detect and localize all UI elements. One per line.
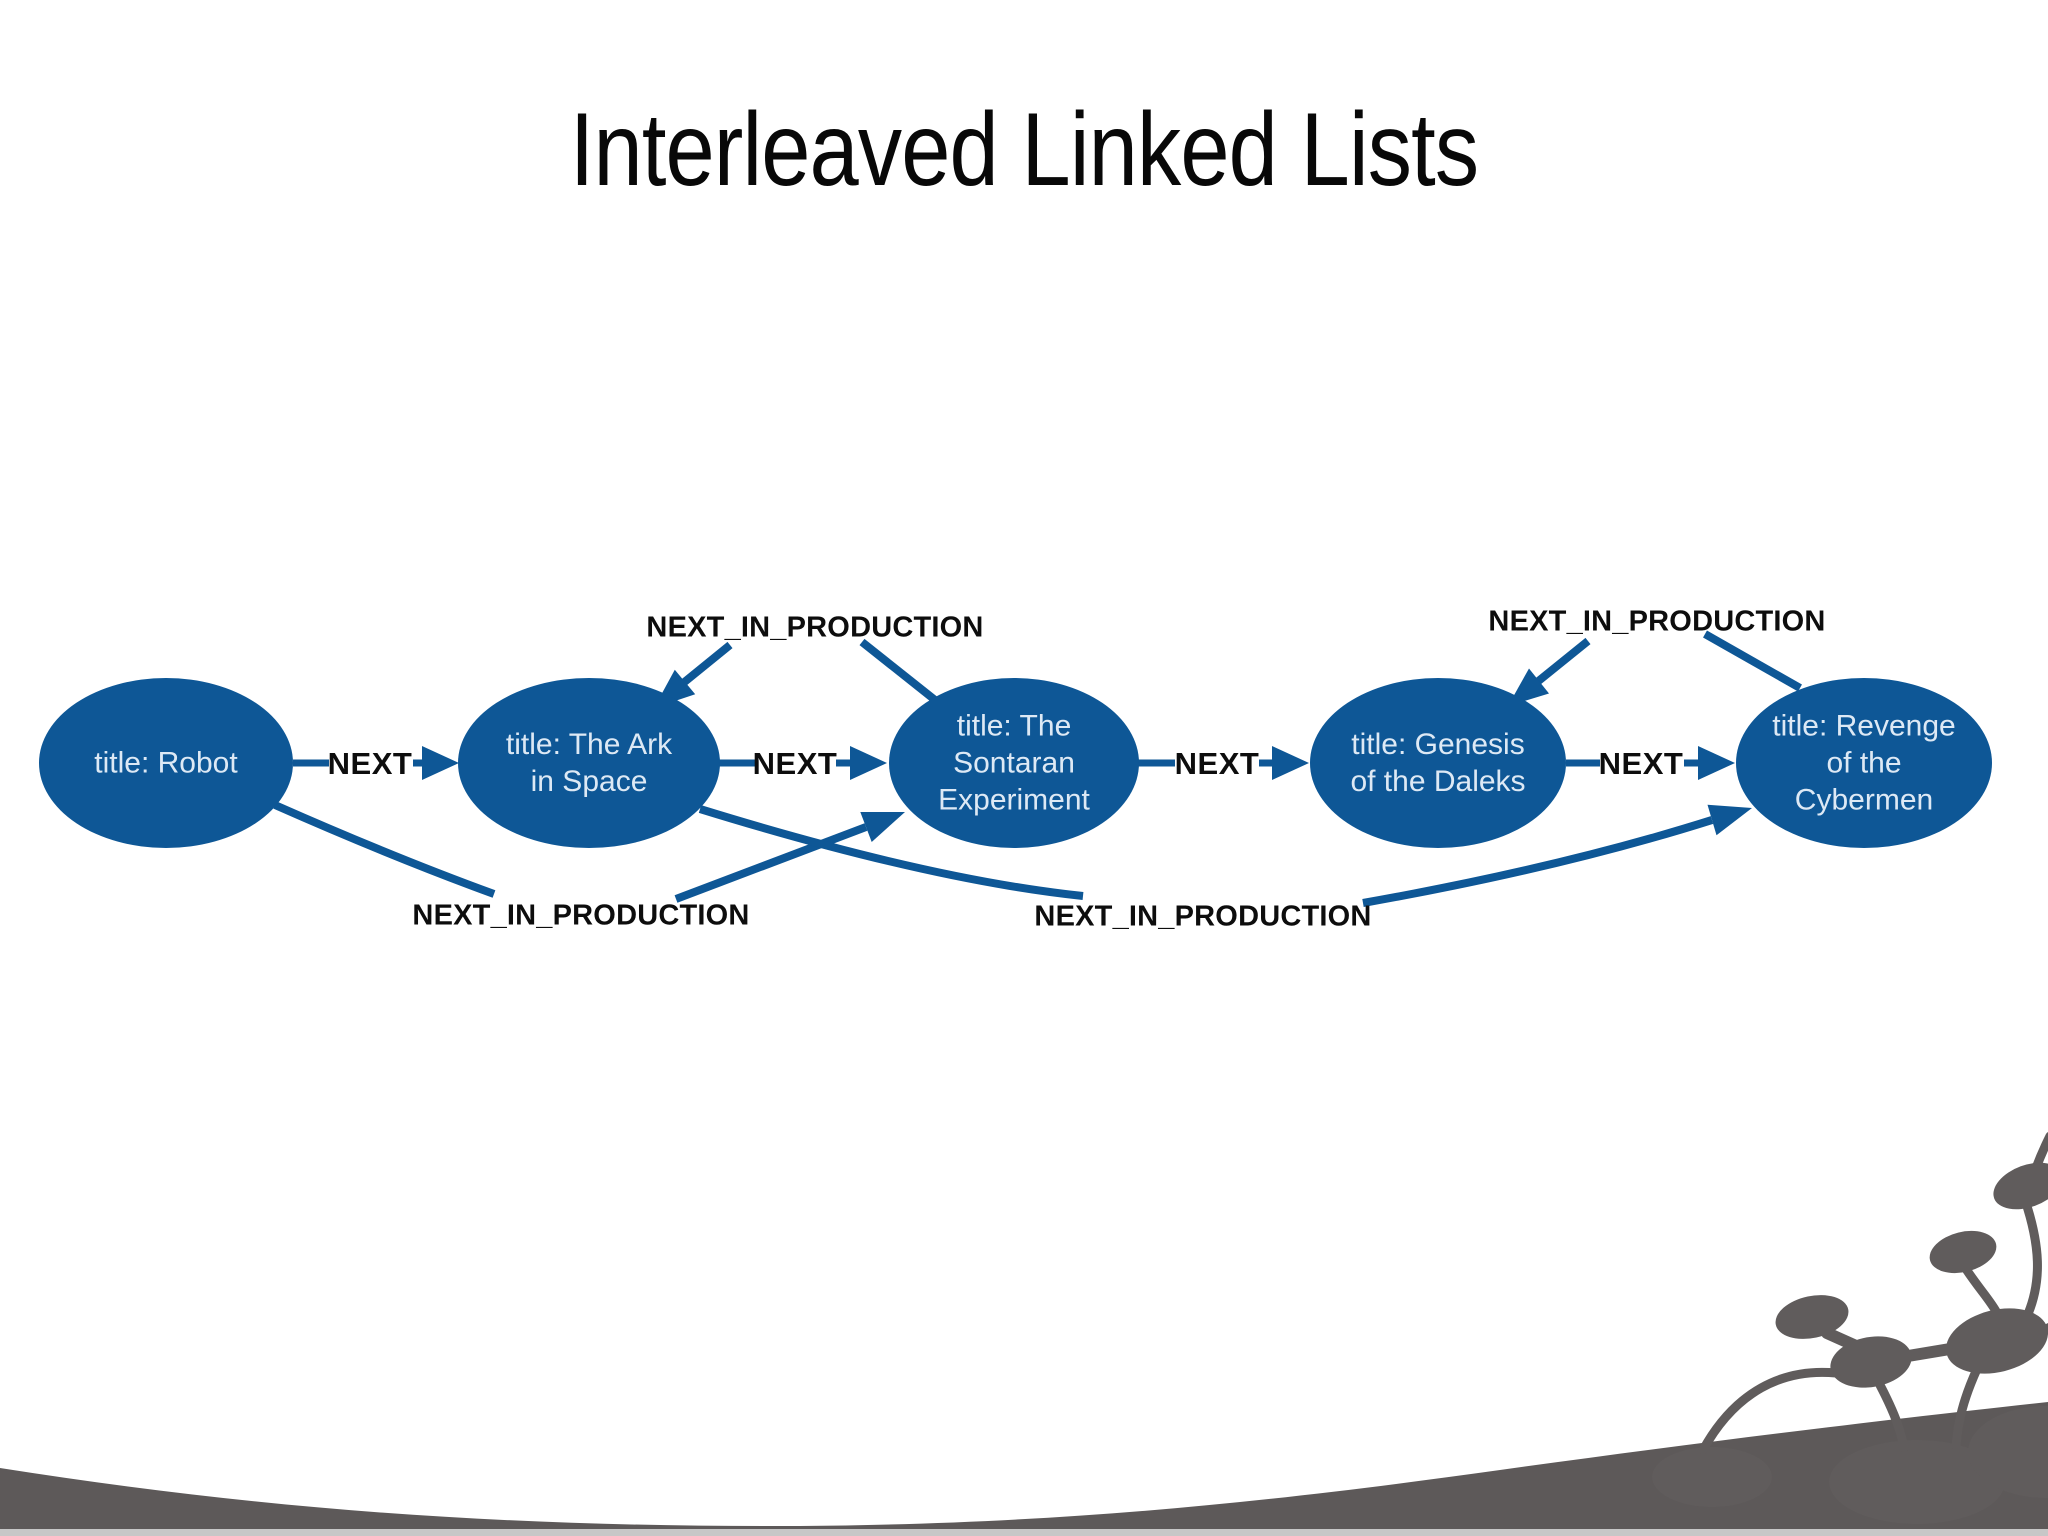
- node-ellipse-ark-in-space: [458, 678, 720, 848]
- node-label-line: Cybermen: [1794, 783, 1934, 817]
- motif-edge: [2020, 1195, 2042, 1319]
- node-ellipse-revenge-of-the-cybermen: [1736, 678, 1992, 848]
- next-arrowhead-icon: [850, 746, 887, 780]
- motif-edge: [1875, 1380, 1909, 1453]
- edge-label-production-top-left: NEXT_IN_PRODUCTION: [646, 611, 984, 644]
- footer-decoration: [0, 1131, 2048, 1536]
- motif-node: [1993, 1162, 2048, 1210]
- production-arrowhead-icon: [860, 812, 905, 842]
- node-label-robot: title: Robot: [94, 745, 237, 782]
- slide-title: Interleaved Linked Lists: [569, 92, 1479, 208]
- node-ellipse-robot: [39, 678, 293, 848]
- node-label-line: Sontaran: [953, 746, 1075, 780]
- next-arrowhead-icon: [1698, 746, 1735, 780]
- node-label-ark-in-space: title: The Ark in Space: [506, 726, 672, 800]
- node-label-line: title: Robot: [94, 746, 238, 780]
- node-label-line: title: The: [956, 709, 1072, 743]
- production-arrowhead-icon: [1508, 668, 1549, 706]
- graph-motif: [1652, 1131, 2048, 1524]
- graph-nodes: [39, 678, 1992, 848]
- next-arrowhead-icon: [1272, 746, 1309, 780]
- motif-edge: [1902, 1343, 1956, 1362]
- edge-label-production-top-right: NEXT_IN_PRODUCTION: [1488, 605, 1826, 638]
- edge-label-production-bottom-middle: NEXT_IN_PRODUCTION: [1034, 900, 1372, 933]
- motif-node: [1945, 1308, 2048, 1374]
- edge-label-next-2: NEXT: [752, 746, 838, 781]
- node-ellipse-genesis-of-the-daleks: [1310, 678, 1566, 848]
- production-edge-line: [859, 638, 938, 704]
- node-ellipse-sontaran-experiment: [889, 678, 1139, 848]
- production-edge-line: [679, 641, 733, 688]
- motif-node: [1775, 1295, 1849, 1339]
- node-label-line: Experiment: [938, 783, 1090, 817]
- node-label-line: title: Genesis: [1351, 728, 1525, 761]
- production-edge-line: [1703, 630, 1802, 692]
- footer-band: [0, 1402, 2048, 1536]
- motif-hill-bump: [1968, 1406, 2048, 1498]
- footer-bottom-strip: [0, 1529, 2048, 1536]
- motif-node: [1830, 1336, 1912, 1388]
- node-label-revenge-of-the-cybermen: title: Revenge of the Cybermen: [1772, 708, 1955, 819]
- production-edge-line: [698, 805, 1084, 900]
- production-edge-line: [674, 823, 868, 903]
- motif-edge: [1951, 1364, 1982, 1451]
- edge-label-next-4: NEXT: [1598, 746, 1684, 781]
- node-label-line: in Space: [530, 765, 648, 798]
- motif-edge: [1698, 1367, 1841, 1455]
- motif-hill-bump: [1652, 1447, 1772, 1507]
- production-arrowhead-icon: [1707, 804, 1752, 836]
- production-edge-line: [273, 801, 496, 898]
- motif-edge: [1961, 1264, 2002, 1318]
- production-edge-line: [1362, 816, 1714, 907]
- next-edges: [293, 746, 1735, 780]
- node-label-sontaran-experiment: title: The Sontaran Experiment: [938, 708, 1090, 819]
- node-label-line: title: Revenge: [1772, 709, 1956, 743]
- motif-node: [1929, 1230, 1997, 1274]
- motif-hill-bump: [1829, 1440, 2005, 1524]
- edge-label-next-3: NEXT: [1174, 746, 1260, 781]
- production-edge-line: [1533, 637, 1591, 687]
- node-label-line: of the Daleks: [1350, 765, 1526, 798]
- node-label-line: of the: [1826, 746, 1902, 780]
- edge-label-production-bottom-left: NEXT_IN_PRODUCTION: [412, 899, 750, 932]
- next-arrowhead-icon: [422, 746, 459, 780]
- node-label-genesis-of-the-daleks: title: Genesis of the Daleks: [1350, 726, 1525, 800]
- edge-label-next-1: NEXT: [327, 746, 413, 781]
- node-label-line: title: The Ark: [505, 728, 673, 761]
